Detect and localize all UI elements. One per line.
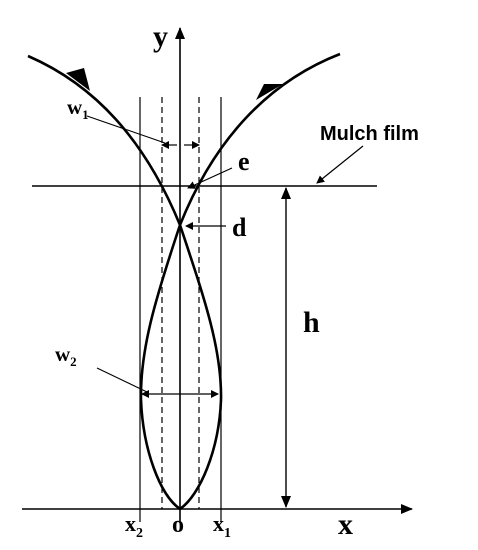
x2-label: x2 [125,511,143,541]
d-label: d [232,213,247,242]
incoming-beam-curve [27,54,223,511]
w1-label-sub: 1 [82,107,89,122]
x2-label-main: x [125,511,136,536]
y-axis-label: y [153,20,168,53]
w2-label-main: w [55,342,71,366]
x1-label-sub: 1 [224,526,231,541]
origin-label: o [172,512,184,538]
w1-leader-line [86,115,166,144]
mulch-film-pointer-arrow [316,145,364,184]
h-label: h [303,306,320,339]
e-label: e [238,147,250,176]
outgoing-beam-arrow-icon [256,84,283,100]
w2-leader-line [96,367,148,393]
w1-label-main: w [67,95,83,119]
incoming-beam-arrow-icon [66,68,90,91]
w2-label-sub: 2 [70,354,77,369]
e-pointer-arrow [187,167,233,189]
x1-label: x1 [213,511,231,541]
mulch-film-label: Mulch film [320,123,419,145]
w2-label: w2 [55,342,77,369]
x-axis-label: x [338,508,353,541]
x2-label-sub: 2 [136,526,143,541]
x1-label-main: x [213,511,224,536]
w1-label: w1 [67,95,89,122]
outgoing-beam-curve [139,52,341,511]
